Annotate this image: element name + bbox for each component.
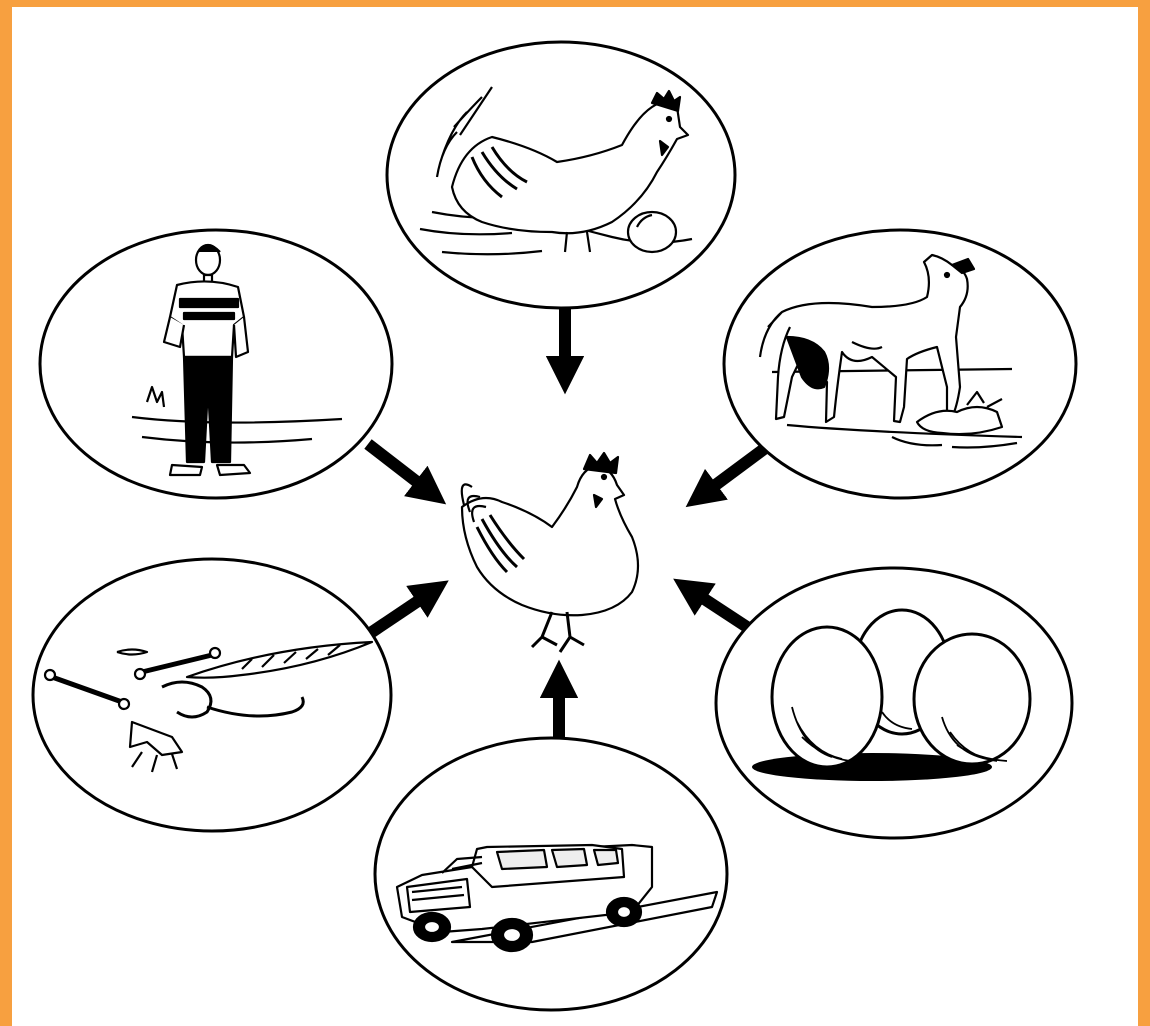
arrow-man-to-center <box>368 444 434 495</box>
chicken-icon <box>462 453 638 652</box>
arrow-remains-to-center <box>372 589 436 632</box>
diagram-canvas <box>12 7 1138 1026</box>
arrow-dog-to-center <box>698 449 764 498</box>
node-circle-remains <box>33 559 391 831</box>
arrow-eggs-to-center <box>686 587 750 629</box>
